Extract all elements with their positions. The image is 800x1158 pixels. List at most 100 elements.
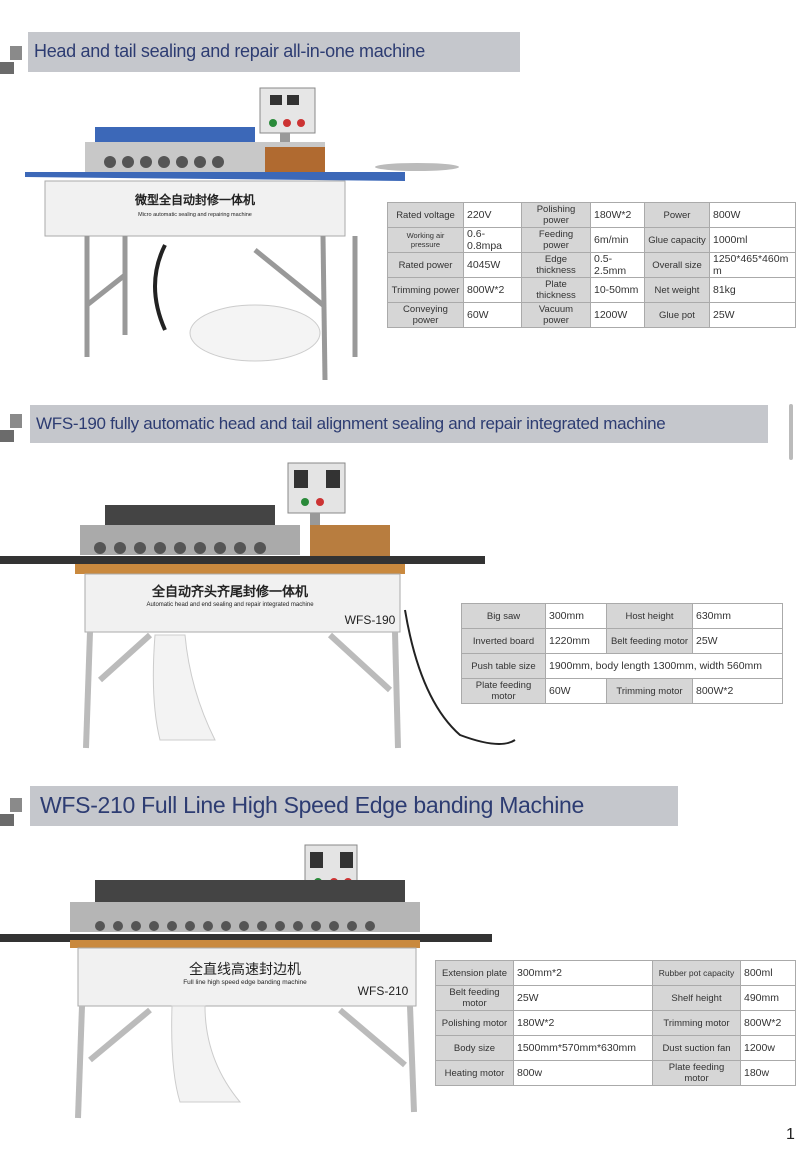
spec-label: Extension plate [435,960,514,986]
spec-label: Net weight [644,277,710,303]
section-title-1: Head and tail sealing and repair all-in-… [28,32,520,72]
spec-label: Plate feeding motor [461,678,546,704]
spec-label: Conveying power [387,302,464,328]
spec-label: Trimming motor [606,678,693,704]
machine-model: WFS-190 [345,613,396,627]
spec-label: Belt feeding motor [435,985,514,1011]
spec-value: 1000ml [709,227,796,253]
section-title-3: WFS-210 Full Line High Speed Edge bandin… [30,786,678,826]
spec-label: Working air pressure [387,227,464,253]
spec-label: Shelf height [652,985,741,1011]
spec-value: 25W [692,628,783,654]
spec-label: Trimming motor [652,1010,741,1036]
machine-model: WFS-210 [358,984,409,998]
machine-label-cn: 全直线高速封边机 [189,961,301,977]
spec-label: Vacuum power [521,302,591,328]
spec-value: 60W [545,678,607,704]
spec-label: Polishing motor [435,1010,514,1036]
spec-label: Dust suction fan [652,1035,741,1061]
machine-label-en: Full line high speed edge banding machin… [183,979,307,986]
spec-label: Rated power [387,252,464,278]
section-icon [0,46,24,74]
section-icon [0,414,24,442]
spec-label: Heating motor [435,1060,514,1086]
spec-label: Push table size [461,653,546,679]
spec-value: 25W [513,985,653,1011]
spec-value: 800W*2 [463,277,522,303]
spec-label: Glue capacity [644,227,710,253]
spec-label: Glue pot [644,302,710,328]
spec-value: 300mm*2 [513,960,653,986]
section-title-2: WFS-190 fully automatic head and tail al… [30,405,768,443]
spec-value: 1250*465*460mm [709,252,796,278]
scrollbar[interactable] [789,404,793,460]
machine-image-1: 微型全自动封修一体机 Micro automatic sealing and r… [25,87,459,381]
spec-value: 6m/min [590,227,645,253]
spec-value: 10-50mm [590,277,645,303]
spec-value: 630mm [692,603,783,629]
spec-value: 180W*2 [513,1010,653,1036]
spec-label: Rated voltage [387,202,464,228]
spec-value: 800w [513,1060,653,1086]
spec-value: 300mm [545,603,607,629]
spec-label: Trimming power [387,277,464,303]
spec-value: 60W [463,302,522,328]
machine-label-cn: 微型全自动封修一体机 [134,192,255,207]
spec-label: Body size [435,1035,514,1061]
spec-value: 1200W [590,302,645,328]
machine-image-2: 全自动齐头齐尾封修一体机 Automatic head and end seal… [0,462,516,749]
spec-label: Edge thickness [521,252,591,278]
spec-value: 800W*2 [740,1010,796,1036]
spec-value: 1200w [740,1035,796,1061]
spec-value: 220V [463,202,522,228]
spec-label: Polishing power [521,202,591,228]
spec-value: 81kg [709,277,796,303]
machine-label-en: Micro automatic sealing and repairing ma… [138,212,252,218]
spec-value: 800W*2 [692,678,783,704]
spec-label: Power [644,202,710,228]
spec-value: 25W [709,302,796,328]
spec-value: 800W [709,202,796,228]
spec-value: 4045W [463,252,522,278]
spec-label: Belt feeding motor [606,628,693,654]
machine-label-cn: 全自动齐头齐尾封修一体机 [151,584,308,599]
spec-value: 490mm [740,985,796,1011]
spec-label: Plate feeding motor [652,1060,741,1086]
spec-label: Rubber pot capacity [652,960,741,986]
spec-label: Plate thickness [521,277,591,303]
spec-value: 0.6-0.8mpa [463,227,522,253]
spec-label: Overall size [644,252,710,278]
machine-image-3: 全直线高速封边机 Full line high speed edge bandi… [0,844,492,1119]
spec-value: 180W*2 [590,202,645,228]
spec-label: Host height [606,603,693,629]
spec-label: Big saw [461,603,546,629]
spec-value: 1220mm [545,628,607,654]
spec-value: 0.5-2.5mm [590,252,645,278]
spec-value: 180w [740,1060,796,1086]
spec-value: 1500mm*570mm*630mm [513,1035,653,1061]
machine-label-en: Automatic head and end sealing and repai… [146,602,314,608]
page-number: 1 [786,1126,795,1143]
spec-value: 1900mm, body length 1300mm, width 560mm [545,653,783,679]
spec-value: 800ml [740,960,796,986]
section-icon [0,798,24,826]
spec-label: Inverted board [461,628,546,654]
spec-label: Feeding power [521,227,591,253]
